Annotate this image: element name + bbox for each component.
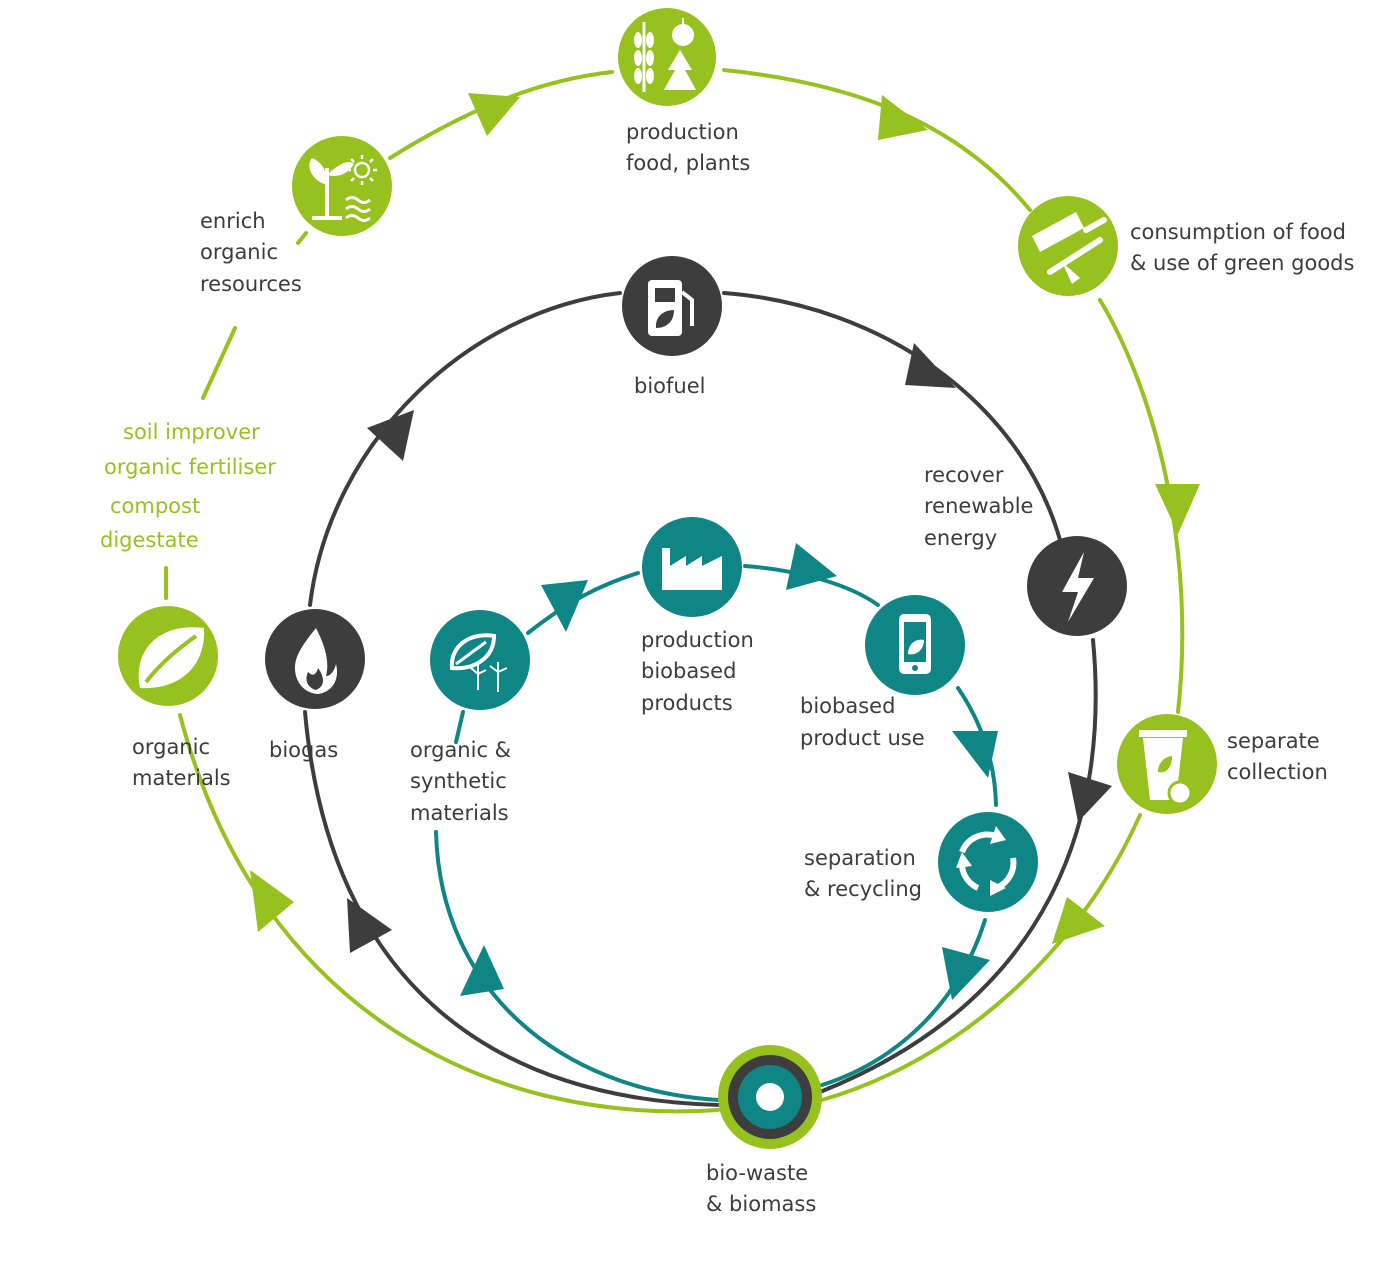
label-soil-products: soil improver organic fertiliser compost…: [100, 420, 283, 552]
dark-arrow-upper-right: [905, 343, 956, 388]
teal-arrow-upper: [786, 543, 837, 590]
plant-sun-water-icon: [309, 155, 377, 222]
green-arrowheads: [250, 93, 1200, 944]
green-arrow-upper-right: [878, 95, 928, 140]
label-organic-synthetic: organic & synthetic materials: [410, 738, 518, 825]
node-enrich-circle: [292, 136, 392, 236]
teal-arrow-lower-right: [942, 947, 990, 1000]
teal-connector-organic-lower: [454, 710, 465, 744]
label-biobased-use: biobased product use: [800, 694, 925, 750]
dark-arrowheads: [347, 343, 1112, 953]
labels: production food, plants consumption of f…: [100, 120, 1354, 1216]
label-separate-collection: separate collection: [1227, 729, 1328, 784]
teal-arrow-lower-left: [460, 945, 504, 996]
lightning-bolt-icon: [1062, 552, 1094, 622]
label-production-food: production food, plants: [626, 120, 750, 175]
green-arrow-upper-left: [468, 93, 520, 136]
label-biogas: biogas: [269, 738, 338, 762]
green-arrow-right: [1155, 484, 1200, 534]
green-connector-enrich-to-production: [296, 231, 308, 245]
outer-green-cycle: [164, 68, 1185, 1114]
teal-connector-biowaste-to-organic: [434, 830, 720, 1102]
node-production-food: [618, 8, 716, 106]
node-consumption-circle: [1018, 196, 1118, 296]
green-connector-production-to-consumption: [722, 68, 1032, 212]
green-connector-products-to-enrich: [201, 326, 237, 400]
node-recover-energy: [1027, 536, 1127, 636]
node-production-food-circle: [618, 8, 716, 106]
label-biowaste: bio-waste & biomass: [706, 1161, 816, 1216]
green-arrow-lower-right: [1052, 897, 1105, 944]
node-organic-materials: [118, 606, 218, 706]
node-biobased-use: [865, 595, 965, 695]
teal-arrow-right: [952, 731, 998, 778]
node-consumption: [1018, 196, 1118, 296]
recycle-arrows-icon: [956, 826, 1017, 896]
flame-icon: [294, 628, 338, 694]
label-separation-recycling: separation & recycling: [804, 846, 922, 901]
leaf-wind-turbines-icon: [449, 633, 508, 692]
teal-arrow-upper-left: [541, 580, 588, 632]
node-biofuel: [622, 256, 722, 356]
label-enrich: enrich organic resources: [200, 209, 302, 296]
smartphone-leaf-icon: [899, 614, 931, 674]
label-recover-energy: recover renewable energy: [924, 463, 1040, 550]
label-organic-materials: organic materials: [132, 735, 231, 790]
wheat-apple-tree-icon: [634, 18, 696, 92]
dark-arrow-right: [1068, 772, 1112, 822]
dark-arrow-lower-left: [347, 898, 392, 953]
dark-connector-energy-to-biowaste: [818, 638, 1098, 1094]
node-biowaste: [718, 1045, 822, 1149]
dark-connector-biogas-to-biofuel: [308, 291, 622, 607]
label-biofuel: biofuel: [634, 374, 705, 398]
target-rings-icon: [756, 1083, 784, 1111]
teal-connector-separation-to-biowaste: [820, 918, 987, 1087]
leaf-icon: [138, 627, 205, 689]
dark-arrow-upper-left: [367, 410, 414, 461]
trash-bin-icon: [1139, 730, 1193, 806]
node-organic-synthetic: [430, 610, 530, 710]
green-connector-collection-to-biowaste: [820, 813, 1142, 1102]
node-production-biobased: [642, 517, 742, 617]
node-separation-recycling: [938, 812, 1038, 912]
node-separate-collection: [1117, 714, 1217, 814]
fuel-pump-icon: [648, 280, 694, 336]
label-consumption: consumption of food & use of green goods: [1130, 220, 1354, 275]
green-arrow-lower-left: [250, 870, 294, 932]
node-biogas: [265, 609, 365, 709]
factory-icon: [662, 548, 722, 590]
teal-arrowheads: [460, 543, 998, 1000]
node-enrich: [292, 136, 392, 236]
green-connector-biowaste-to-organic: [178, 713, 720, 1114]
node-separation-recycling-circle: [938, 812, 1038, 912]
food-tube-fork-icon: [1032, 212, 1107, 284]
label-production-biobased: production biobased products: [641, 628, 760, 715]
dark-connector-biowaste-to-biogas: [303, 710, 722, 1107]
teal-connector-organic-to-production: [526, 571, 640, 635]
